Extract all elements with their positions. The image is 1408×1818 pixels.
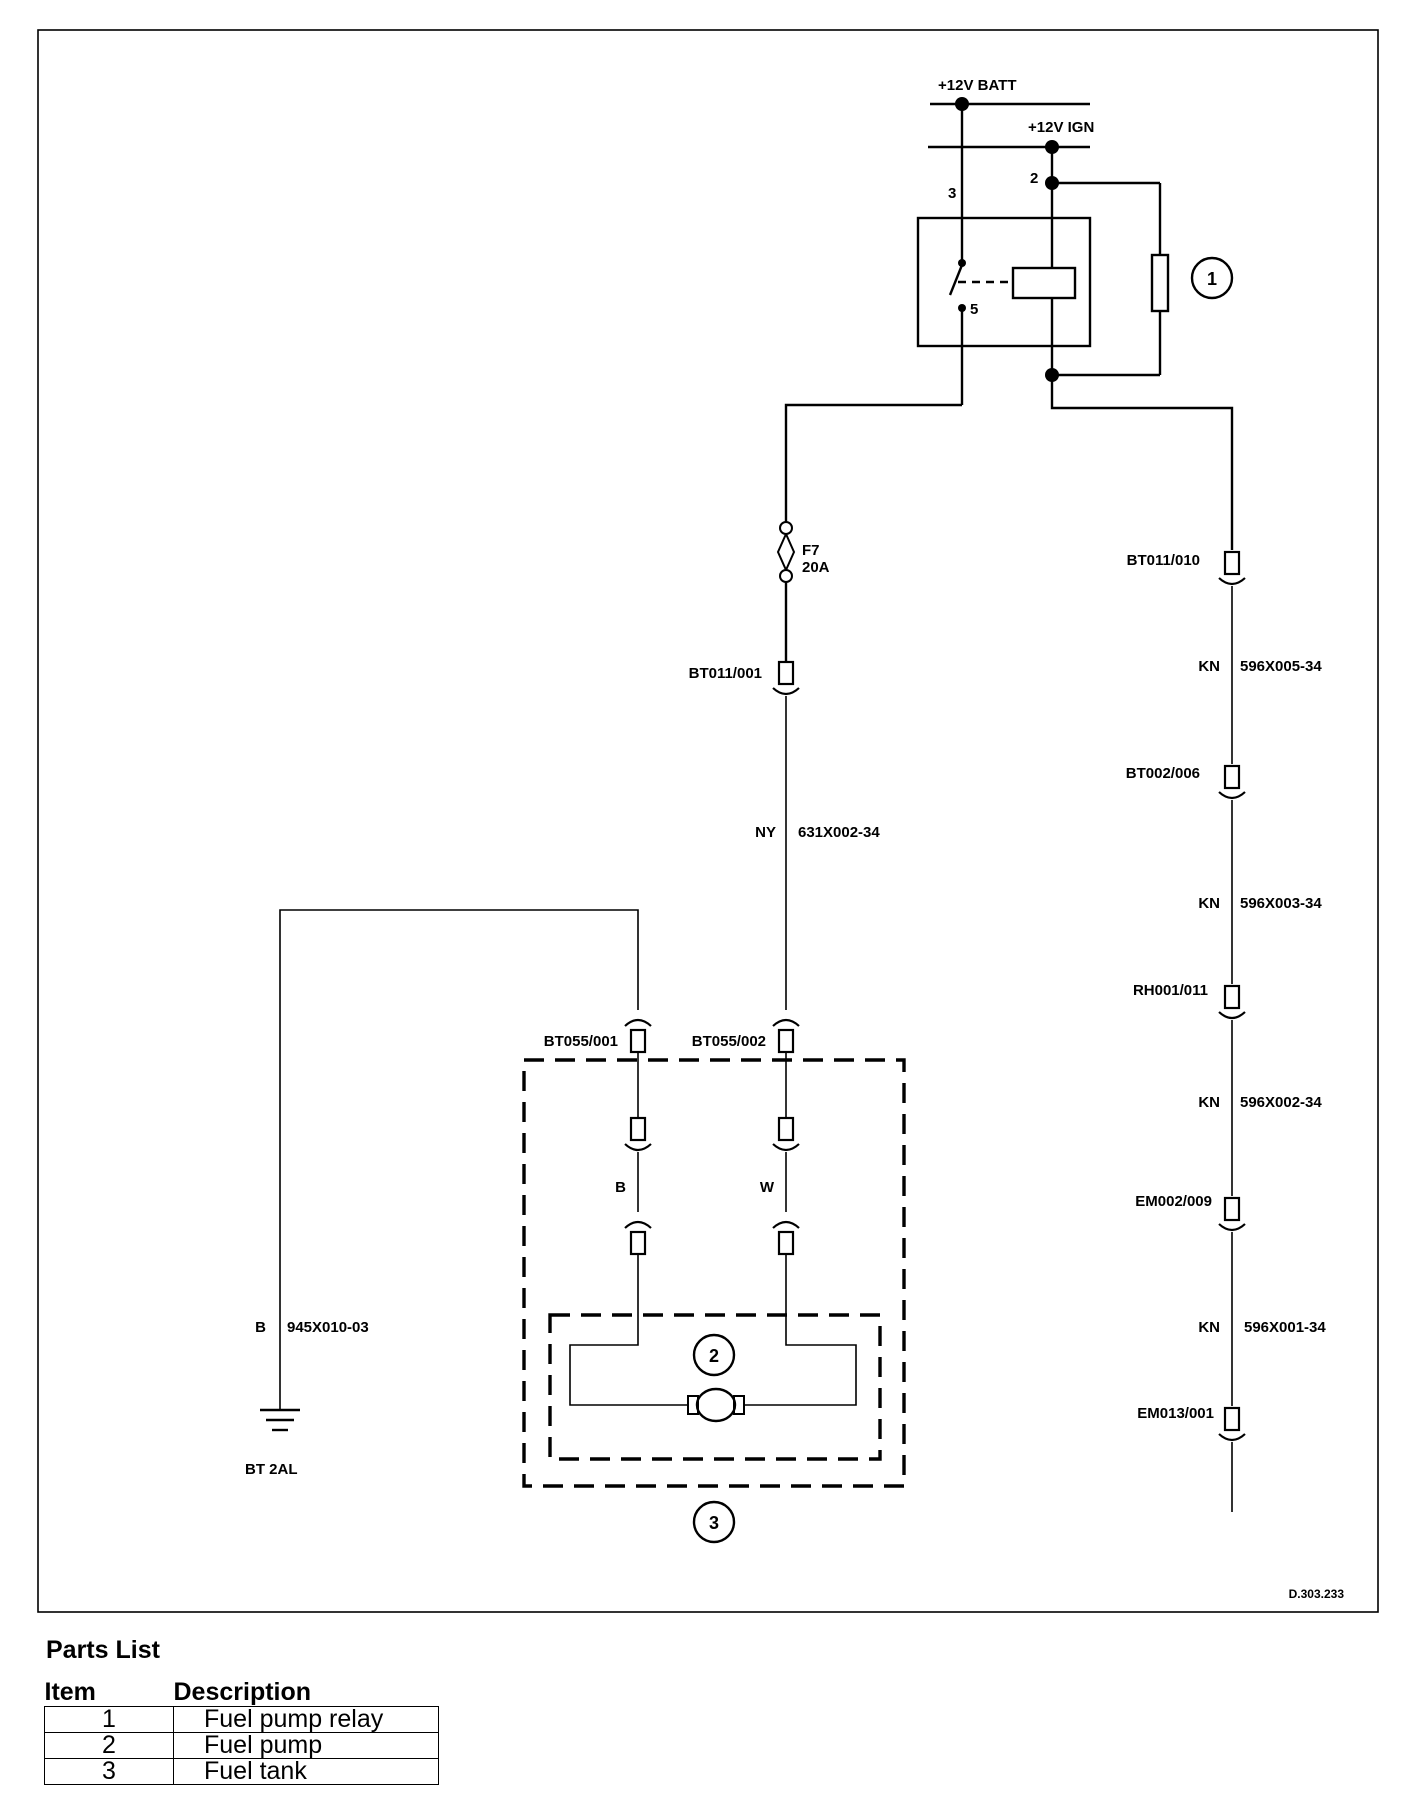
connector-bt055-001: BT055/001 xyxy=(544,1033,618,1050)
item-cell: 3 xyxy=(44,1758,174,1785)
item-column-header: Item xyxy=(44,1677,96,1706)
svg-text:2: 2 xyxy=(709,1346,719,1366)
table-row: 2 Fuel pump xyxy=(44,1732,439,1759)
relay-pin-5-label: 5 xyxy=(970,301,978,318)
table-row: 3 Fuel tank xyxy=(44,1758,439,1785)
pump-callout: 2 xyxy=(692,1333,736,1377)
relay-pin-3-label: 3 xyxy=(948,185,956,202)
kn1-color: KN xyxy=(1198,658,1220,675)
description-cell: Fuel pump xyxy=(173,1732,439,1759)
feed-wire: F7 20A BT011/001 NY 631X002-34 BT055/002 xyxy=(689,403,962,1054)
connector-em013-001: EM013/001 xyxy=(1137,1405,1214,1422)
ground-wire-code: 945X010-03 xyxy=(287,1319,369,1336)
tank-white-wire-label: W xyxy=(760,1179,775,1196)
ground-wire: B 945X010-03 BT 2AL BT055/001 xyxy=(245,909,652,1478)
feed-wire-code: 631X002-34 xyxy=(798,824,880,841)
ground-wire-color: B xyxy=(255,1319,266,1336)
tank-callout: 3 xyxy=(692,1500,736,1544)
svg-text:1: 1 xyxy=(1207,269,1217,289)
fuel-pump-relay: 3 2 5 xyxy=(916,104,1170,405)
table-row: 1 Fuel pump relay xyxy=(44,1706,439,1733)
kn3-code: 596X002-34 xyxy=(1240,1094,1322,1111)
kn4-code: 596X001-34 xyxy=(1244,1319,1326,1336)
kn2-color: KN xyxy=(1198,895,1220,912)
feed-wire-color: NY xyxy=(755,824,776,841)
kn3-color: KN xyxy=(1198,1094,1220,1111)
fuel-tank: B W xyxy=(522,1052,906,1488)
tank-black-wire-label: B xyxy=(615,1179,626,1196)
drawing-reference: D.303.233 xyxy=(1289,1587,1345,1601)
ign-label: +12V IGN xyxy=(1028,119,1094,136)
relay-callout: 1 xyxy=(1190,256,1234,300)
connector-bt011-001: BT011/001 xyxy=(689,665,762,682)
item-cell: 2 xyxy=(44,1732,174,1759)
item-cell: 1 xyxy=(44,1706,174,1733)
diagram-frame xyxy=(37,29,1379,1613)
fuel-pump xyxy=(548,1254,882,1461)
batt-label: +12V BATT xyxy=(938,77,1017,94)
kn1-code: 596X005-34 xyxy=(1240,658,1322,675)
description-cell: Fuel pump relay xyxy=(173,1706,439,1733)
parts-list-title: Parts List xyxy=(46,1636,160,1664)
supply-rails: +12V BATT +12V IGN xyxy=(928,77,1094,154)
wiring-diagram: +12V BATT +12V IGN 3 2 5 1 xyxy=(37,29,1379,1613)
ground-point-label: BT 2AL xyxy=(245,1461,298,1478)
kn2-code: 596X003-34 xyxy=(1240,895,1322,912)
relay-coil-wire: BT011/010 KN 596X005-34 BT002/006 KN 596… xyxy=(1050,375,1326,1512)
fuse-rating: 20A xyxy=(802,559,830,576)
description-cell: Fuel tank xyxy=(173,1758,439,1785)
fuse-name: F7 xyxy=(802,542,820,559)
description-column-header: Description xyxy=(173,1677,312,1706)
connector-rh001-011: RH001/011 xyxy=(1133,982,1208,999)
svg-text:3: 3 xyxy=(709,1513,719,1533)
parts-list-header-row: Item Description xyxy=(45,1678,439,1707)
connector-bt002-006: BT002/006 xyxy=(1126,765,1200,782)
connector-bt011-010: BT011/010 xyxy=(1127,552,1200,569)
connector-em002-009: EM002/009 xyxy=(1135,1193,1212,1210)
relay-pin-2-label: 2 xyxy=(1030,170,1038,187)
kn4-color: KN xyxy=(1198,1319,1220,1336)
parts-list-table: Item Description 1 Fuel pump relay 2 Fue… xyxy=(44,1678,439,1785)
connector-bt055-002: BT055/002 xyxy=(692,1033,766,1050)
